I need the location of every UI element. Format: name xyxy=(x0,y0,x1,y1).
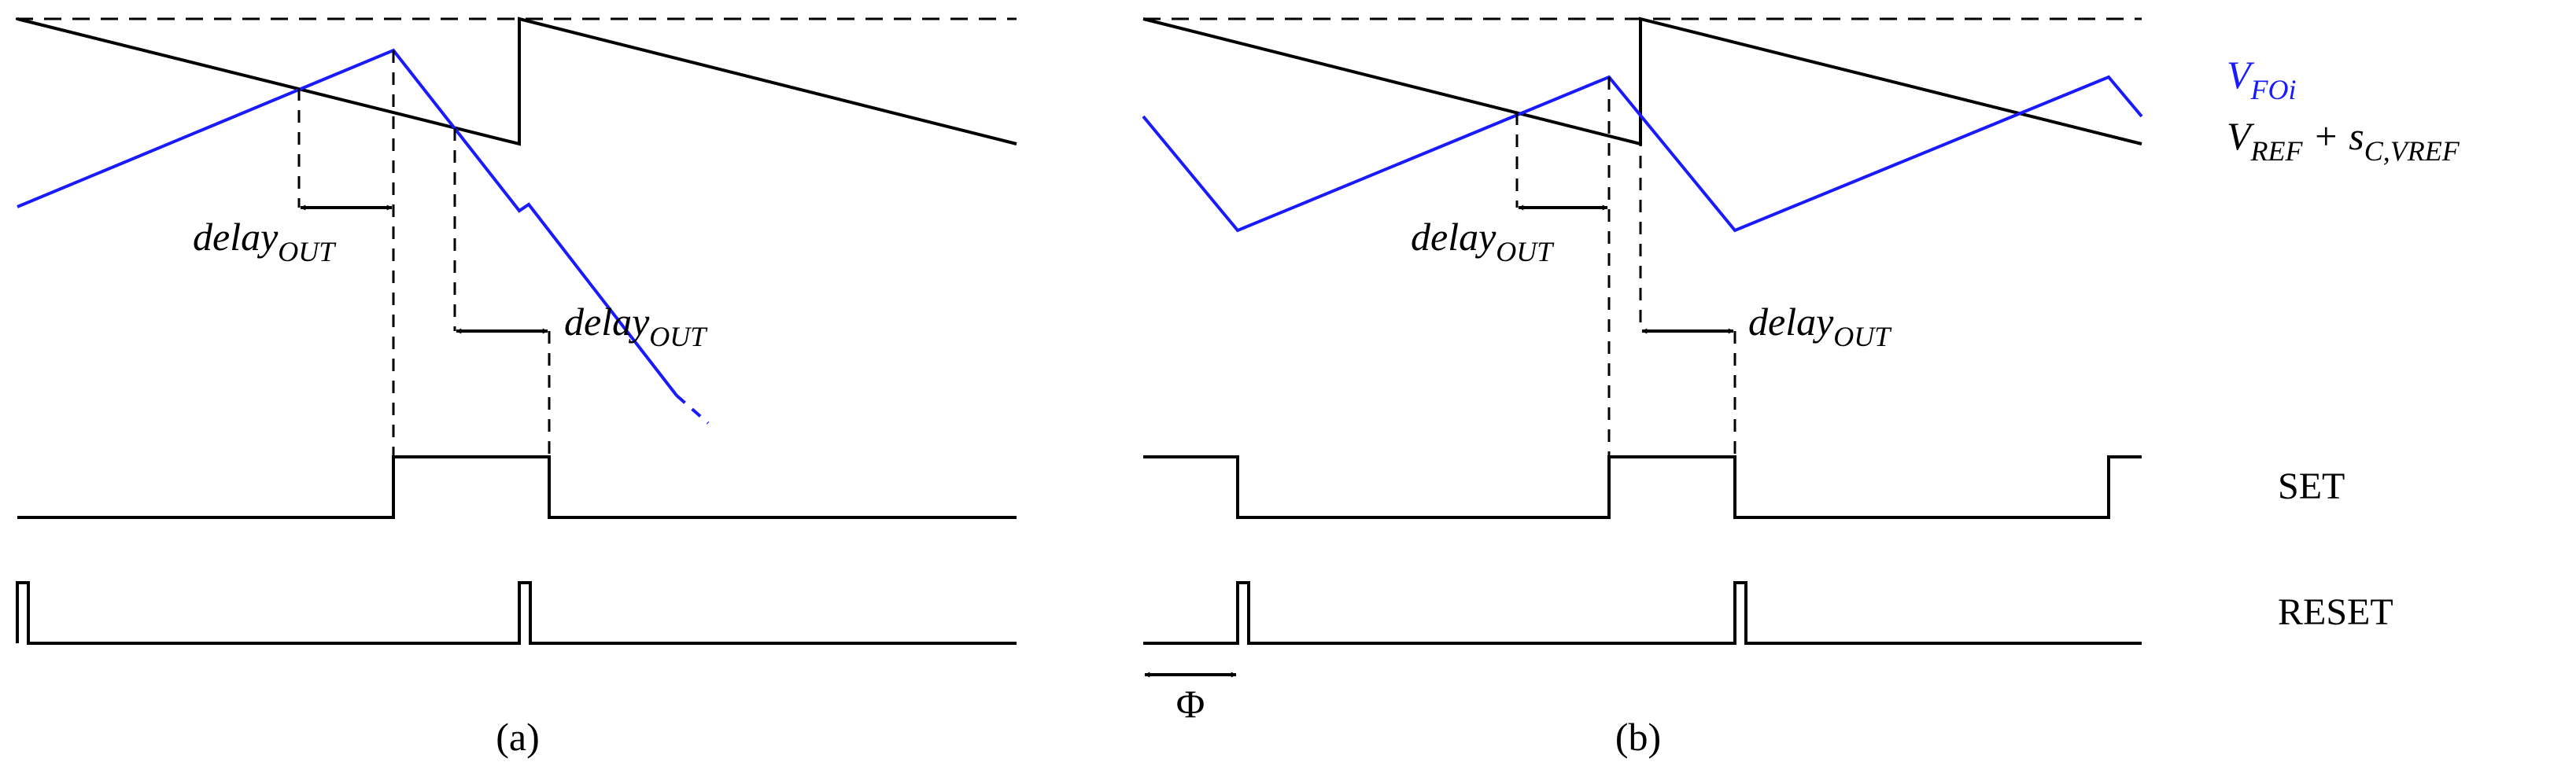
panel-a-reset-waveform xyxy=(16,581,1017,645)
panel-a-vref-ramp xyxy=(17,17,1017,146)
panel-b-caption: (b) xyxy=(1615,715,1661,759)
panel-b-reset-waveform xyxy=(1143,581,2142,645)
panel-a: delayOUT delayOUT (a) xyxy=(16,17,1017,759)
legend-vfo: VFOi xyxy=(2227,53,2297,105)
set-label: SET xyxy=(2278,466,2345,507)
panel-a-caption: (a) xyxy=(496,715,540,759)
legend-vref: VREF + sC,VREF xyxy=(2227,114,2460,167)
panel-b-vref-ramp xyxy=(1142,17,2142,146)
panel-b-vfo-curve xyxy=(1142,75,2143,233)
panel-a-set-waveform xyxy=(17,455,1017,519)
panel-a-vfo-dashed-extension xyxy=(675,394,710,425)
panel-b-delay-label-2: delayOUT xyxy=(1748,300,1892,352)
panel-b-set-waveform xyxy=(1143,455,2142,519)
reset-label: RESET xyxy=(2278,591,2393,633)
panel-a-delay-label-1: delayOUT xyxy=(193,215,337,267)
legend: VFOi VREF + sC,VREF SET RESET xyxy=(2227,53,2460,633)
panel-b-phase-label: Φ xyxy=(1176,682,1205,726)
panel-a-vfo-curve xyxy=(17,48,678,397)
panel-b: delayOUT delayOUT Φ (b) xyxy=(1142,17,2143,759)
panel-b-delay-label-1: delayOUT xyxy=(1411,215,1555,267)
panel-a-delay-label-2: delayOUT xyxy=(564,300,708,352)
